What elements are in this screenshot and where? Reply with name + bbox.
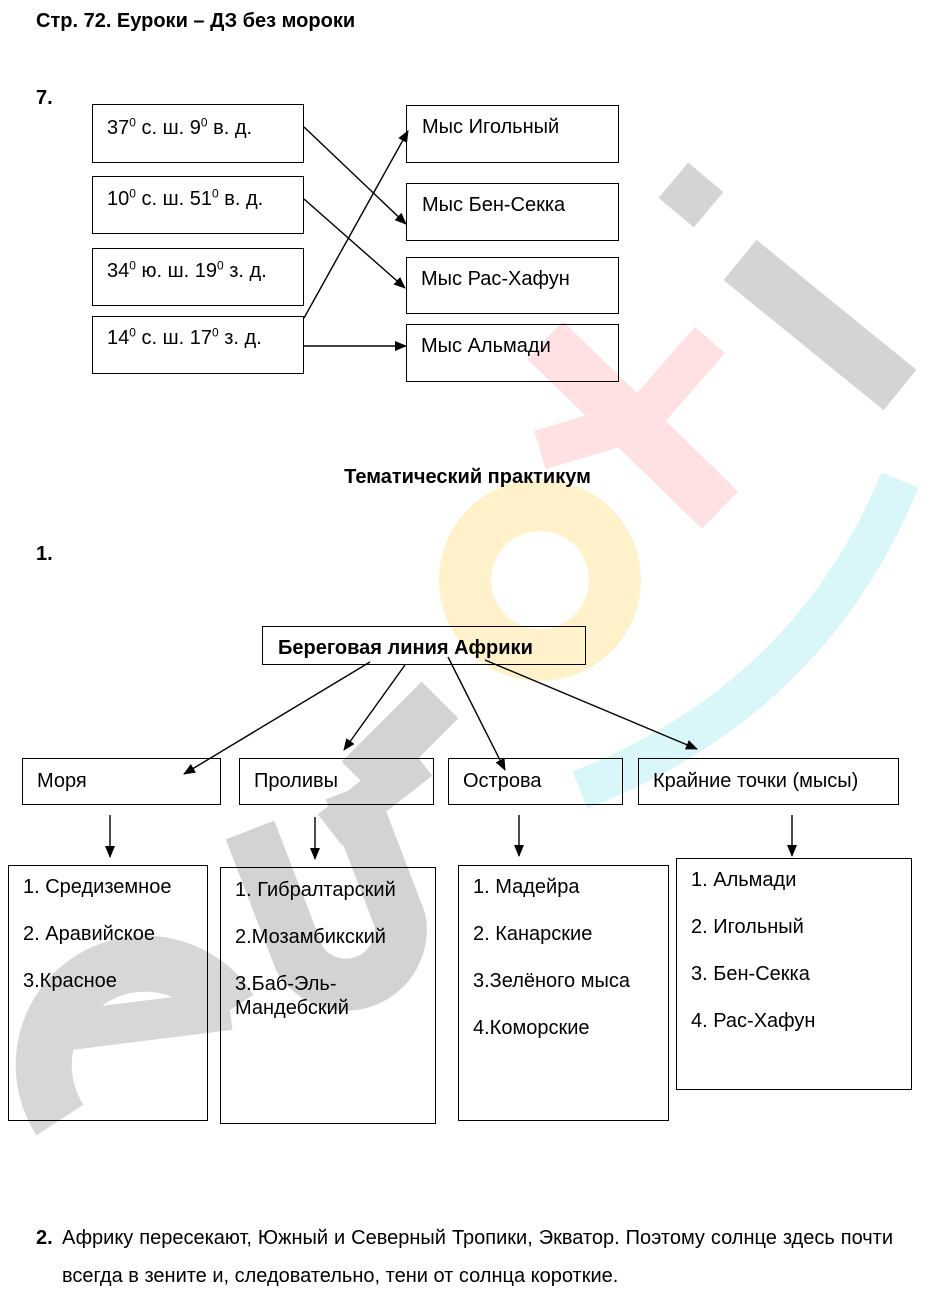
root-label: Береговая линия Африки bbox=[278, 637, 533, 659]
task-1-number: 1. bbox=[36, 543, 53, 565]
coord-3-lat-suffix: ю. ш. bbox=[135, 260, 195, 282]
list-box-seas: 1. Средиземное 2. Аравийское 3.Красное bbox=[8, 865, 208, 1121]
coord-2-lon: 51 bbox=[189, 188, 213, 210]
coord-1-lat: 37 bbox=[107, 117, 130, 139]
coord-2-lat-suffix: с. ш. bbox=[135, 188, 190, 210]
coord-box-4: 140 с. ш. 170 з. д. bbox=[92, 316, 304, 374]
arrow-coord1-to-cape2 bbox=[303, 126, 407, 225]
task-7-number: 7. bbox=[36, 87, 53, 109]
list-item: 4. Рас-Хафун bbox=[691, 1010, 816, 1032]
list-box-straits: 1. Гибралтарский 2.Мозамбикский 3.Баб-Эл… bbox=[220, 867, 436, 1124]
list-item: 3. Бен-Секка bbox=[691, 963, 810, 985]
list-item: 3.Баб-Эль-Мандебский bbox=[235, 973, 349, 1019]
cape-box-3: Мыс Рас-Хафун bbox=[406, 257, 619, 314]
list-item: 2. Канарские bbox=[473, 923, 593, 945]
coord-text-3: 340 ю. ш. 190 з. д. bbox=[107, 259, 267, 283]
page-title: Стр. 72. Еуроки – ДЗ без мороки bbox=[36, 10, 356, 32]
degree-sign: 0 bbox=[212, 325, 219, 340]
arrow-root-to-capes bbox=[484, 659, 698, 750]
category-label-straits: Проливы bbox=[254, 770, 339, 792]
list-item: 1. Мадейра bbox=[473, 876, 580, 898]
list-item: 1. Средиземное bbox=[23, 876, 172, 898]
degree-sign: 0 bbox=[129, 325, 136, 340]
section-title: Тематический практикум bbox=[344, 466, 591, 488]
task-2-number: 2. bbox=[36, 1227, 53, 1249]
degree-sign: 0 bbox=[217, 258, 224, 273]
category-box-islands: Острова bbox=[448, 758, 623, 805]
coord-1-lat-suffix: с. ш. bbox=[135, 117, 190, 139]
coord-3-lon: 19 bbox=[194, 260, 218, 282]
arrow-root-to-islands bbox=[447, 656, 506, 771]
list-item: 4.Коморские bbox=[473, 1017, 590, 1039]
list-item: 2. Игольный bbox=[691, 916, 804, 938]
cape-box-4: Мыс Альмади bbox=[406, 324, 619, 382]
list-item: 2. Аравийское bbox=[23, 923, 156, 945]
degree-sign: 0 bbox=[129, 258, 136, 273]
coord-3-lat: 34 bbox=[107, 260, 130, 282]
degree-sign: 0 bbox=[129, 115, 136, 130]
arrow-root-to-seas bbox=[183, 661, 371, 775]
degree-sign: 0 bbox=[212, 186, 219, 201]
coord-4-lon: 17 bbox=[189, 327, 213, 349]
cape-label-3: Мыс Рас-Хафун bbox=[421, 268, 570, 290]
category-label-islands: Острова bbox=[463, 770, 542, 792]
list-item: 1. Гибралтарский bbox=[235, 879, 396, 901]
list-item: 1. Альмади bbox=[691, 869, 797, 891]
arrow-coord2-to-cape3 bbox=[303, 198, 406, 289]
list-item: 3.Зелёного мыса bbox=[473, 970, 630, 992]
coord-3-lon-suffix: з. д. bbox=[223, 260, 267, 282]
coord-box-2: 100 с. ш. 510 в. д. bbox=[92, 176, 304, 234]
task-2-text: Африку пересекают, Южный и Северный Троп… bbox=[62, 1227, 893, 1287]
coord-4-lon-suffix: з. д. bbox=[218, 327, 262, 349]
degree-sign: 0 bbox=[200, 115, 208, 130]
coord-2-lat: 10 bbox=[107, 188, 130, 210]
category-label-seas: Моря bbox=[37, 770, 87, 792]
category-box-straits: Проливы bbox=[239, 758, 434, 805]
list-box-capes: 1. Альмади 2. Игольный 3. Бен-Секка 4. Р… bbox=[676, 858, 912, 1090]
category-box-capes: Крайние точки (мысы) bbox=[638, 758, 899, 805]
coord-box-1: 370 с. ш. 90 в. д. bbox=[92, 104, 304, 163]
category-label-capes: Крайние точки (мысы) bbox=[653, 770, 859, 792]
coord-text-2: 100 с. ш. 510 в. д. bbox=[107, 187, 263, 211]
cape-label-2: Мыс Бен-Секка bbox=[422, 194, 566, 216]
category-box-seas: Моря bbox=[22, 758, 221, 805]
coord-text-4: 140 с. ш. 170 з. д. bbox=[107, 326, 262, 350]
coord-text-1: 370 с. ш. 90 в. д. bbox=[107, 116, 252, 140]
coord-1-lon-suffix: в. д. bbox=[207, 117, 253, 139]
coord-box-3: 340 ю. ш. 190 з. д. bbox=[92, 248, 304, 306]
cape-label-1: Мыс Игольный bbox=[422, 116, 560, 138]
list-box-islands: 1. Мадейра 2. Канарские 3.Зелёного мыса … bbox=[458, 865, 669, 1121]
coord-1-lon: 9 bbox=[189, 117, 201, 139]
cape-label-4: Мыс Альмади bbox=[421, 335, 551, 357]
root-box: Береговая линия Африки bbox=[262, 626, 586, 665]
coord-4-lat-suffix: с. ш. bbox=[135, 327, 190, 349]
coord-4-lat: 14 bbox=[107, 327, 130, 349]
list-item: 2.Мозамбикский bbox=[235, 926, 386, 948]
list-item: 3.Красное bbox=[23, 970, 117, 992]
arrow-coord4-to-cape1 bbox=[303, 130, 409, 319]
degree-sign: 0 bbox=[129, 186, 136, 201]
cape-box-2: Мыс Бен-Секка bbox=[406, 183, 619, 241]
coord-2-lon-suffix: в. д. bbox=[218, 188, 264, 210]
arrow-root-to-straits bbox=[343, 664, 406, 751]
